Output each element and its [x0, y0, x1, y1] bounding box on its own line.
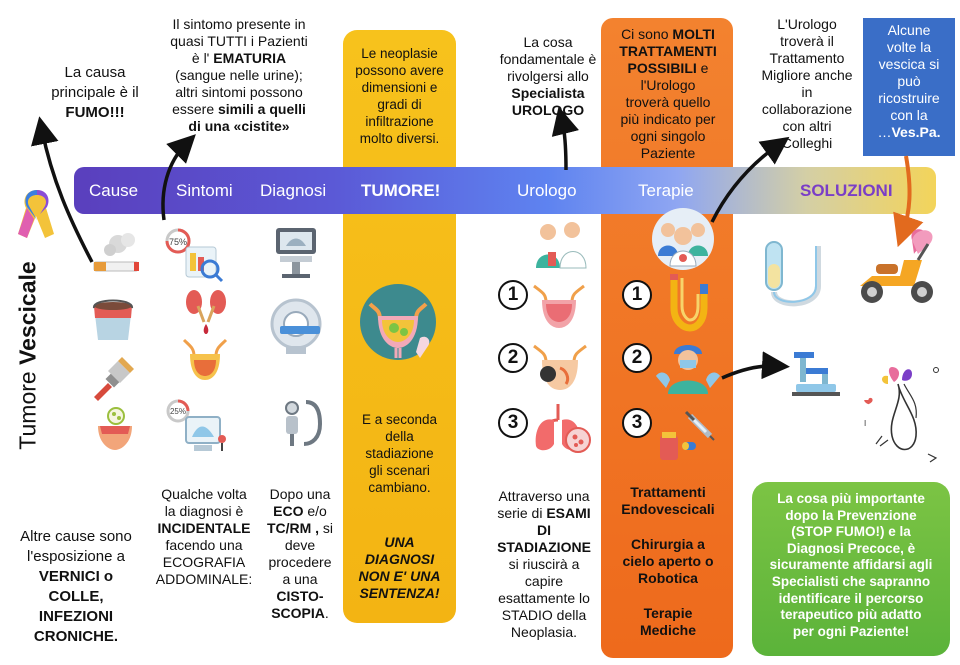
arrow-urologo — [551, 106, 579, 171]
sintomi-top-text: Il sintomo presente in quasi TUTTI i Paz… — [170, 16, 308, 134]
bladder-stage1-icon — [533, 284, 585, 328]
diagnosi-bottom-text: Dopo una ECO e/o TC/RM , si deve procede… — [266, 486, 334, 621]
paint-bucket-icon — [93, 299, 133, 340]
band-label-cause: Cause — [89, 181, 139, 200]
arrow-cause — [31, 116, 94, 263]
ultrasound-machine-icon — [276, 228, 316, 278]
stage-number-3: 3 — [498, 408, 528, 438]
band-label-terapie: Terapie — [638, 181, 694, 200]
urine-test-icon: 75% — [165, 228, 224, 283]
cigarette-icon — [93, 233, 139, 272]
infected-bladder-icon — [98, 407, 132, 450]
therapy-number-1: 1 — [622, 280, 652, 310]
band-label-sintomi: Sintomi — [176, 181, 233, 200]
band-label-urologo: Urologo — [517, 181, 577, 200]
urinary-device-icon — [765, 241, 821, 307]
surgical-robot-icon — [792, 352, 840, 396]
svg-text:75%: 75% — [169, 237, 187, 247]
stage-number-2: 2 — [498, 343, 528, 373]
arrow-sintomi — [161, 134, 196, 221]
svg-text:I: I — [864, 419, 866, 428]
terapie-column — [601, 18, 733, 658]
arrow-vespa — [893, 155, 924, 248]
band-label-diagnosi: Diagnosi — [260, 181, 327, 200]
urologo-bottom-text: Attraverso una serie di ESAMI DI STADIAZ… — [497, 488, 591, 640]
surgeon-icon — [656, 345, 720, 394]
stage-number-1: 1 — [498, 280, 528, 310]
svg-text:25%: 25% — [170, 407, 186, 416]
arrow-terapie — [710, 136, 790, 223]
catheter-icon — [670, 274, 708, 332]
band-label-tumore: TUMORE! — [361, 181, 441, 200]
ct-scanner-icon — [270, 298, 322, 354]
kidney-icon — [186, 290, 226, 334]
paint-brush-icon — [94, 357, 134, 401]
bladder-icon — [182, 338, 228, 380]
therapy-number-3: 3 — [622, 408, 652, 438]
scooter-icon — [860, 229, 933, 303]
therapy-number-2: 2 — [622, 343, 652, 373]
terapie-top-text: Ci sono MOLTI TRATTAMENTI POSSIBILI e l'… — [619, 26, 717, 161]
doctors-icon — [536, 222, 587, 269]
sketch-icon: I — [864, 366, 939, 463]
band-label-soluzioni: SOLUZIONI — [800, 181, 893, 200]
bladder-stage2-icon — [533, 344, 587, 390]
cystoscope-icon — [285, 400, 323, 446]
ultrasound-screen-icon: 25% — [166, 399, 226, 451]
awareness-ribbon-icon — [18, 190, 54, 238]
lungs-icon — [535, 404, 591, 453]
arrow-robot — [721, 351, 790, 380]
timeline-band — [74, 167, 936, 214]
syringe-icon — [660, 410, 715, 460]
bladder-tumor-icon — [360, 284, 436, 360]
medical-team-icon — [652, 208, 714, 270]
